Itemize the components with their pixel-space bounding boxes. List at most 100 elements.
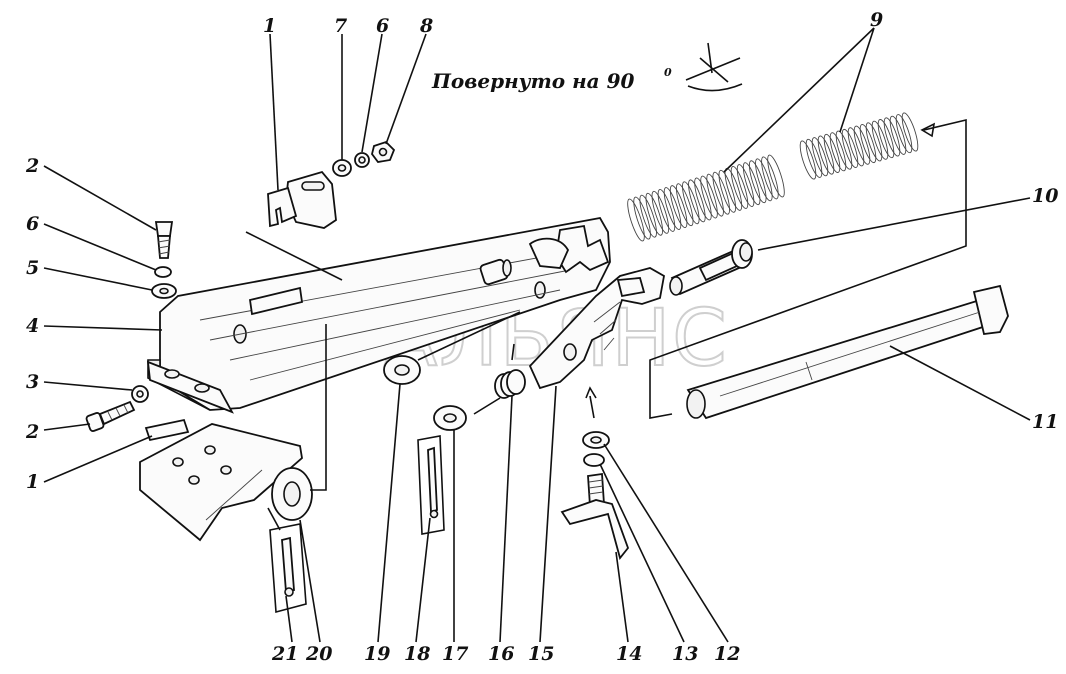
spring-coil (742, 162, 761, 206)
spring-coil (829, 132, 847, 172)
spring-coil (811, 137, 829, 177)
callout-2-top: 2 (25, 155, 39, 177)
spring-coil (883, 117, 901, 157)
spring-coil (895, 114, 913, 154)
callout-8: 8 (419, 15, 433, 37)
spring-coil (712, 171, 730, 215)
washer-5 (151, 283, 177, 299)
washer-7 (332, 159, 352, 177)
rod-10 (669, 239, 753, 296)
callout-15: 15 (528, 643, 554, 665)
callout-2-lower: 2 (25, 421, 39, 443)
spring-coil (718, 169, 737, 213)
leader-washer-19 (417, 311, 521, 361)
spring-coil (645, 192, 664, 236)
washer-20 (271, 467, 313, 521)
callout-1-top: 1 (263, 15, 276, 37)
spring-coil (901, 112, 919, 152)
leader-pin-21 (267, 507, 281, 531)
callout-7: 7 (334, 15, 347, 37)
washer-17 (433, 405, 467, 431)
spring-coil (835, 130, 853, 170)
arrow-right-icon (920, 122, 936, 138)
callout-labels: 1 7 6 8 9 10 11 2 6 5 4 3 2 1 21 20 19 1… (25, 9, 1058, 665)
callout-20: 20 (305, 643, 332, 665)
spring-coil (853, 125, 871, 165)
axle-pin (479, 258, 512, 286)
callout-16: 16 (488, 643, 514, 665)
rotation-note-text: Повернуто на 90 (431, 69, 635, 93)
callout-6-top: 6 (376, 15, 389, 37)
spring-coil (633, 196, 651, 240)
washer-12 (582, 431, 610, 449)
callout-18: 18 (404, 643, 430, 665)
washer-3 (131, 385, 149, 403)
rotation-note: Повернуто на 90 0 (431, 42, 743, 93)
spring-coil (663, 187, 682, 230)
assembly-line-right (649, 118, 967, 419)
callout-13: 13 (672, 643, 698, 665)
callout-21: 21 (271, 643, 298, 665)
spring-coil (761, 156, 779, 200)
spring-coil (805, 138, 823, 178)
callout-4: 4 (26, 315, 39, 337)
cover-plate (285, 170, 337, 229)
callout-14: 14 (616, 643, 642, 665)
callout-6-left: 6 (26, 213, 39, 235)
spring-coil (877, 119, 895, 159)
spring-coil (700, 175, 718, 219)
spring-coil (736, 164, 755, 207)
cotter-pin-21 (269, 523, 307, 614)
spring-coil (823, 133, 841, 173)
bolt-top (154, 221, 174, 259)
callout-12: 12 (714, 643, 740, 665)
spring-coil (767, 154, 785, 198)
callout-3: 3 (26, 371, 39, 393)
spring-coil (682, 181, 700, 225)
torsion-spring-16 (473, 343, 526, 415)
wing-bolt-14 (560, 472, 630, 560)
lock-clip (267, 186, 298, 228)
spring-coil (871, 120, 889, 160)
leader-arrow-15 (589, 395, 595, 419)
spring-coil (651, 190, 670, 234)
spring-coil (669, 185, 688, 229)
spring-coil (627, 198, 645, 242)
spring-coil (657, 189, 676, 232)
leader-washer-20 (310, 324, 327, 491)
spring-coil (889, 115, 907, 155)
handle-11 (686, 284, 1009, 420)
callout-1-lower: 1 (26, 471, 39, 493)
callout-10: 10 (1032, 185, 1058, 207)
washer-13 (583, 453, 605, 467)
spring-coil (730, 166, 749, 209)
spring-coil (817, 135, 835, 175)
bolt-lower (85, 400, 136, 432)
spring-9-long (627, 154, 785, 242)
spring-coil (799, 140, 817, 180)
spring-coil (675, 183, 694, 227)
spring-coil (694, 177, 712, 221)
spring-coil (706, 173, 724, 217)
rotation-note-degree: 0 (664, 66, 672, 79)
spring-coil (847, 127, 865, 167)
rotation-symbol-icon (685, 42, 743, 92)
arrow-15-icon (585, 386, 597, 399)
nut-8 (371, 140, 396, 163)
callout-5: 5 (26, 257, 39, 279)
washer-19 (383, 355, 421, 385)
spring-coil (755, 158, 773, 202)
spring-coil (748, 160, 767, 204)
mounting-bracket (139, 423, 303, 542)
pawl-15 (528, 267, 665, 390)
spring-coil (639, 194, 657, 238)
leader-lines (43, 27, 1031, 643)
callout-9: 9 (870, 9, 883, 31)
callout-17: 17 (442, 643, 468, 665)
spring-coil (688, 179, 706, 223)
spring-coil (859, 123, 877, 164)
washer-6-left (154, 266, 172, 278)
spring-coil (841, 128, 859, 169)
spring-9-short (799, 112, 919, 180)
